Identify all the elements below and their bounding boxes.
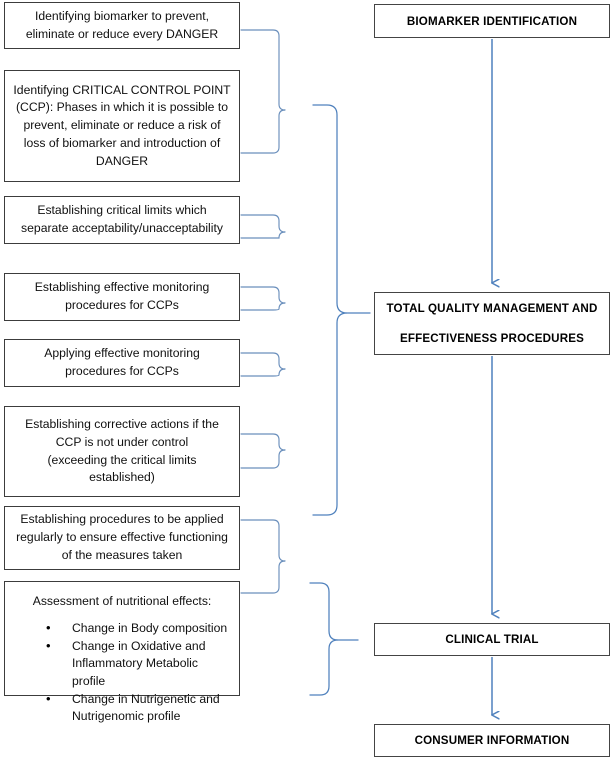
stub-apply-monitoring-a bbox=[240, 352, 286, 370]
step-text-line: separate acceptability/unacceptability bbox=[21, 221, 223, 235]
step-text-line: Establishing effective monitoring bbox=[34, 280, 210, 295]
step-text-line: eliminate or reduce every DANGER bbox=[25, 26, 219, 41]
brace-haccp-steps-to-tqm bbox=[312, 104, 371, 516]
step-box-establish-monitoring[interactable]: Establishing effective monitoring proced… bbox=[4, 273, 240, 321]
assessment-title: Assessment of nutritional effects: bbox=[32, 594, 212, 608]
step-text-line: regularly to ensure effective functionin… bbox=[16, 530, 228, 545]
list-item: Change in Body composition bbox=[46, 619, 228, 638]
stub-corrective-b bbox=[240, 449, 286, 469]
stub-apply-monitoring-b bbox=[240, 368, 286, 377]
step-text-line: Establishing critical limits which bbox=[37, 203, 207, 218]
step-text-line: Establishing corrective actions if the bbox=[25, 417, 219, 432]
step-stub-brackets bbox=[240, 29, 286, 594]
stub-identify-biomarker bbox=[240, 29, 286, 111]
step-text-line: established) bbox=[89, 470, 155, 485]
step-box-critical-limits[interactable]: Establishing critical limits which separ… bbox=[4, 196, 240, 244]
step-text-line: Identifying CRITICAL CONTROL POINT bbox=[13, 82, 231, 97]
step-text-line: Identifying biomarker to prevent, bbox=[34, 8, 210, 23]
stub-critical-limits-a bbox=[240, 214, 286, 233]
step-text-line: (exceeding the critical limits bbox=[47, 452, 197, 467]
stub-verification-b bbox=[240, 560, 286, 594]
stub-verification-a bbox=[240, 519, 286, 562]
outcome-text-line: BIOMARKER IDENTIFICATION bbox=[406, 14, 578, 28]
outcome-text-line: CONSUMER INFORMATION bbox=[414, 734, 570, 747]
list-item: Change in Nutrigenetic and Nutrigenomic … bbox=[46, 690, 228, 726]
outcome-box-consumer-information[interactable]: CONSUMER INFORMATION bbox=[374, 724, 610, 757]
step-text-line: prevent, eliminate or reduce a risk of bbox=[23, 118, 221, 133]
outcome-box-biomarker-identification[interactable]: BIOMARKER IDENTIFICATION bbox=[374, 4, 610, 38]
step-text-line: Establishing procedures to be applied bbox=[20, 512, 224, 527]
step-box-identify-biomarker[interactable]: Identifying biomarker to prevent, elimin… bbox=[4, 2, 240, 49]
step-text-line: loss of biomarker and introduction of bbox=[23, 135, 221, 150]
step-text-line: (CCP): Phases in which it is possible to bbox=[15, 100, 228, 115]
step-box-apply-monitoring[interactable]: Applying effective monitoring procedures… bbox=[4, 339, 240, 387]
step-box-verification-procedures[interactable]: Establishing procedures to be applied re… bbox=[4, 506, 240, 570]
step-box-assessment-nutritional-effects[interactable]: Assessment of nutritional effects: Chang… bbox=[4, 581, 240, 723]
step-text-line: of the measures taken bbox=[61, 547, 183, 562]
stub-critical-limits-b bbox=[240, 231, 286, 239]
step-text-line: procedures for CCPs bbox=[65, 364, 179, 378]
list-item: Change in Oxidative and Inflammatory Met… bbox=[46, 637, 228, 690]
step-box-corrective-actions[interactable]: Establishing corrective actions if the C… bbox=[4, 406, 240, 497]
stub-corrective-a bbox=[240, 433, 286, 451]
step-box-identify-ccp[interactable]: Identifying CRITICAL CONTROL POINT (CCP)… bbox=[4, 70, 240, 182]
stub-identify-ccp bbox=[240, 109, 286, 154]
step-text-line: Applying effective monitoring bbox=[44, 346, 200, 361]
step-text-line: DANGER bbox=[95, 153, 149, 168]
outcome-box-clinical-trial[interactable]: CLINICAL TRIAL bbox=[374, 623, 610, 656]
outcome-text-line: TOTAL QUALITY MANAGEMENT AND bbox=[386, 302, 598, 315]
outcome-text-line: CLINICAL TRIAL bbox=[445, 633, 539, 646]
outcome-box-total-quality-management[interactable]: TOTAL QUALITY MANAGEMENT AND EFFECTIVENE… bbox=[374, 292, 610, 355]
step-text-line: procedures for CCPs bbox=[65, 298, 179, 312]
step-text-line: CCP is not under control bbox=[55, 434, 189, 449]
stub-establish-monitoring-b bbox=[240, 302, 286, 311]
stub-establish-monitoring-a bbox=[240, 286, 286, 304]
outcome-text-line: EFFECTIVENESS PROCEDURES bbox=[400, 332, 584, 345]
assessment-bullet-list: Change in Body composition Change in Oxi… bbox=[12, 619, 232, 727]
brace-assessment-to-clinical-trial bbox=[309, 582, 359, 696]
